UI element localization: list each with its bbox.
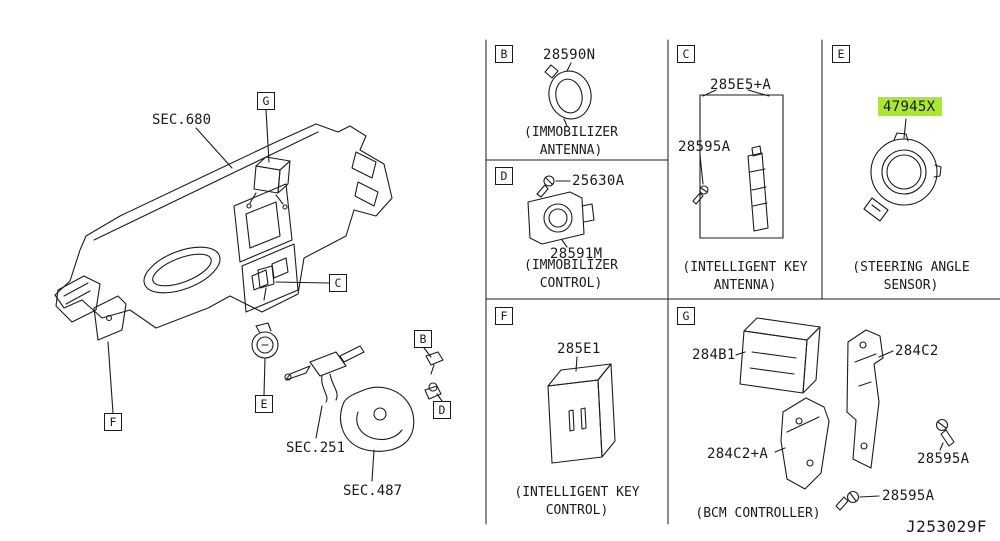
dash-center-sensor-drawing bbox=[258, 266, 274, 300]
panel-d-caption-line1: (IMMOBILIZER bbox=[524, 258, 618, 273]
part-number-25630A[interactable]: 25630A bbox=[572, 173, 625, 189]
ignition-ring-drawing bbox=[252, 323, 278, 358]
panel-g-letter: G bbox=[682, 309, 690, 323]
callout-g-letter: G bbox=[262, 94, 270, 108]
part-number-28595A-c[interactable]: 28595A bbox=[678, 139, 731, 155]
dash-top-module-drawing bbox=[247, 157, 290, 209]
section-label-251: SEC.251 bbox=[286, 440, 346, 456]
panel-b-caption-line1: (IMMOBILIZER bbox=[524, 125, 618, 140]
panel-b-caption-line2: ANTENNA) bbox=[539, 143, 603, 158]
panel-g-caption-line1: (BCM CONTROLLER) bbox=[695, 506, 821, 521]
panel-e-caption: (STEERING ANGLE SENSOR) bbox=[822, 259, 1000, 295]
panel-c-caption-line1: (INTELLIGENT KEY bbox=[682, 260, 808, 275]
panel-e-letter: E bbox=[837, 47, 845, 61]
part-number-284C2[interactable]: 284C2 bbox=[895, 343, 939, 359]
part-number-28590N[interactable]: 28590N bbox=[543, 47, 596, 63]
panel-g-caption: (BCM CONTROLLER) bbox=[668, 505, 848, 523]
callout-b: B bbox=[414, 330, 432, 348]
section-label-680: SEC.680 bbox=[152, 112, 212, 128]
callout-f: F bbox=[104, 413, 122, 431]
callout-b-letter: B bbox=[419, 332, 427, 346]
immobilizer-antenna-drawing bbox=[544, 63, 595, 126]
dashboard-drawing bbox=[55, 124, 392, 340]
panel-g-label: G bbox=[677, 307, 695, 325]
panel-c-label: C bbox=[677, 45, 695, 63]
immobilizer-control-drawing bbox=[528, 176, 594, 247]
panel-e-label: E bbox=[832, 45, 850, 63]
callout-f-letter: F bbox=[109, 415, 117, 429]
panel-d-caption-line2: CONTROL) bbox=[539, 276, 603, 291]
callout-e: E bbox=[255, 395, 273, 413]
panel-b-letter: B bbox=[500, 47, 508, 61]
part-number-284C2A[interactable]: 284C2+A bbox=[707, 446, 769, 462]
part-number-284B1[interactable]: 284B1 bbox=[692, 347, 736, 363]
grid-lines bbox=[486, 40, 1000, 524]
dash-fastener-drawings bbox=[425, 352, 443, 399]
part-number-285E1[interactable]: 285E1 bbox=[557, 341, 601, 357]
panel-f-letter: F bbox=[500, 309, 508, 323]
part-number-28595A-g2[interactable]: 28595A bbox=[882, 488, 935, 504]
panel-d-letter: D bbox=[500, 169, 508, 183]
callout-c: C bbox=[329, 274, 347, 292]
panel-c-caption: (INTELLIGENT KEY ANTENNA) bbox=[668, 259, 822, 295]
intelligent-key-control-drawing bbox=[548, 357, 615, 463]
panel-c-caption-line2: ANTENNA) bbox=[713, 278, 777, 293]
callout-c-letter: C bbox=[334, 276, 342, 290]
part-number-47945X[interactable]: 47945X bbox=[883, 99, 936, 115]
panel-f-caption-line1: (INTELLIGENT KEY bbox=[514, 485, 640, 500]
panel-f-caption: (INTELLIGENT KEY CONTROL) bbox=[486, 484, 668, 520]
panel-f-caption-line2: CONTROL) bbox=[545, 503, 609, 518]
part-number-28591M[interactable]: 28591M bbox=[550, 246, 603, 262]
callout-d: D bbox=[433, 401, 451, 419]
panel-e-caption-line2: SENSOR) bbox=[883, 278, 939, 293]
panel-b-label: B bbox=[495, 45, 513, 63]
part-highlight bbox=[878, 97, 942, 116]
left-leader-lines bbox=[108, 110, 442, 481]
panel-b-caption: (IMMOBILIZER ANTENNA) bbox=[486, 124, 656, 160]
steering-angle-sensor-drawing bbox=[864, 119, 941, 221]
panel-f-label: F bbox=[495, 307, 513, 325]
steering-airbag-drawing bbox=[341, 387, 414, 451]
panel-e-caption-line1: (STEERING ANGLE bbox=[852, 260, 970, 275]
callout-d-letter: D bbox=[438, 403, 446, 417]
combination-switch-drawing bbox=[285, 346, 364, 402]
panel-d-label: D bbox=[495, 167, 513, 185]
bcm-controller-drawing bbox=[736, 318, 954, 510]
diagram-code: J253029F bbox=[906, 517, 988, 536]
part-number-285E5A[interactable]: 285E5+A bbox=[710, 77, 772, 93]
panel-c-letter: C bbox=[682, 47, 690, 61]
panel-d-caption: (IMMOBILIZER CONTROL) bbox=[486, 257, 656, 293]
intelligent-key-antenna-drawing bbox=[693, 90, 783, 238]
section-label-487: SEC.487 bbox=[343, 483, 403, 499]
callout-g: G bbox=[257, 92, 275, 110]
part-number-28595A-g1[interactable]: 28595A bbox=[917, 451, 970, 467]
callout-e-letter: E bbox=[260, 397, 268, 411]
